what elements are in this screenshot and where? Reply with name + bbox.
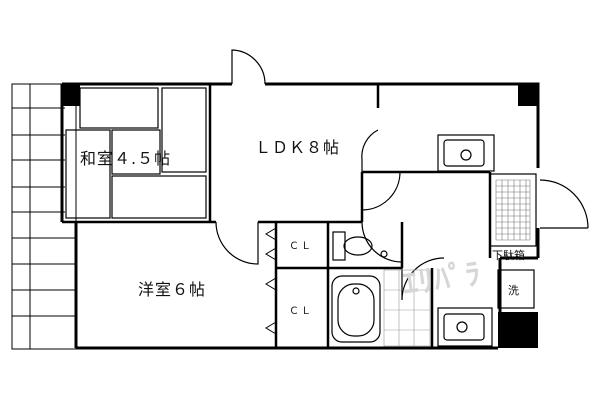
washer-space [497,269,535,309]
washbasin [437,307,493,347]
closet-doors [265,227,277,335]
label-closet-1: ＣＬ [289,241,313,252]
kitchen [437,134,495,172]
bathtub [331,275,381,343]
balcony [11,83,77,350]
interior-walls [62,84,492,348]
label-washitsu: 和室４.５帖 [80,149,172,168]
shoe-box [489,173,537,247]
label-washer: 洗 [508,284,519,297]
bath-floor [383,269,431,347]
tatami-mats [65,87,207,219]
doors [215,49,589,301]
label-shoe-box: 下駄箱 [492,249,525,262]
label-closet-2: ＣＬ [289,306,313,317]
columns [62,84,538,348]
toilet [332,231,388,261]
label-youshitsu: 洋室６帖 [138,280,207,299]
label-ldk: ＬＤＫ８帖 [255,138,341,157]
